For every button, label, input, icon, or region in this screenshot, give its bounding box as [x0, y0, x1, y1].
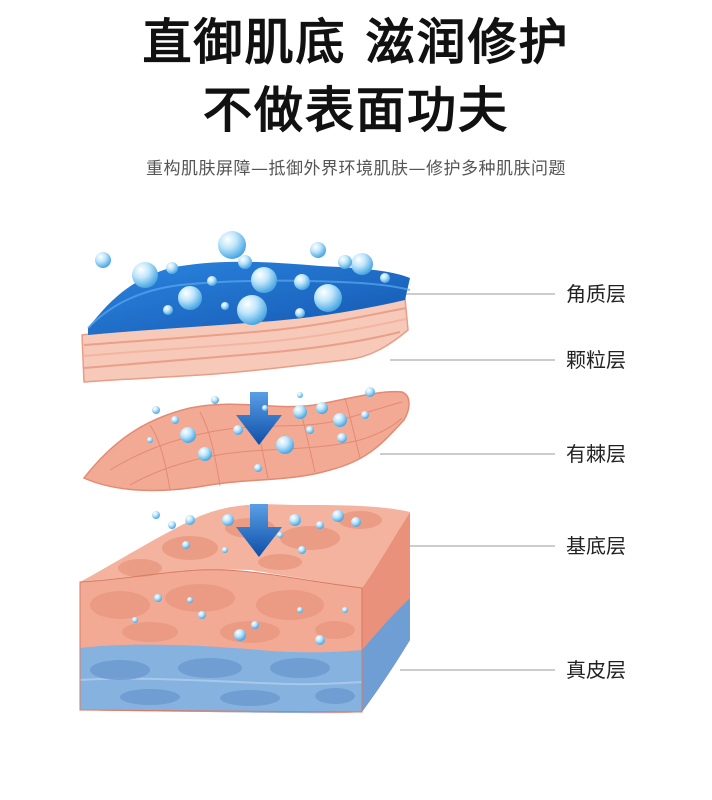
water-droplets [95, 231, 390, 645]
headline-line-1: 直御肌底 滋润修护 [142, 14, 570, 71]
label-dermis: 真皮层 [566, 658, 626, 682]
label-stratum-spinosum: 有棘层 [566, 442, 626, 466]
block-top-face [80, 504, 410, 588]
bottom-skin-block [79, 504, 410, 714]
label-stratum-corneum: 角质层 [566, 282, 626, 306]
label-stratum-basale: 基底层 [566, 534, 626, 558]
spinous-layer-shape [82, 390, 410, 492]
spinous-layer [82, 390, 410, 492]
label-stratum-granulosum: 颗粒层 [566, 348, 626, 372]
subtitle: 重构肌肤屏障—抵御外界环境肌肤—修护多种肌肤问题 [146, 159, 566, 179]
leader-lines [380, 293, 555, 671]
arrow-down-icon [236, 392, 282, 445]
headline-line-2: 不做表面功夫 [202, 82, 509, 139]
arrow-down-icon [236, 504, 282, 557]
